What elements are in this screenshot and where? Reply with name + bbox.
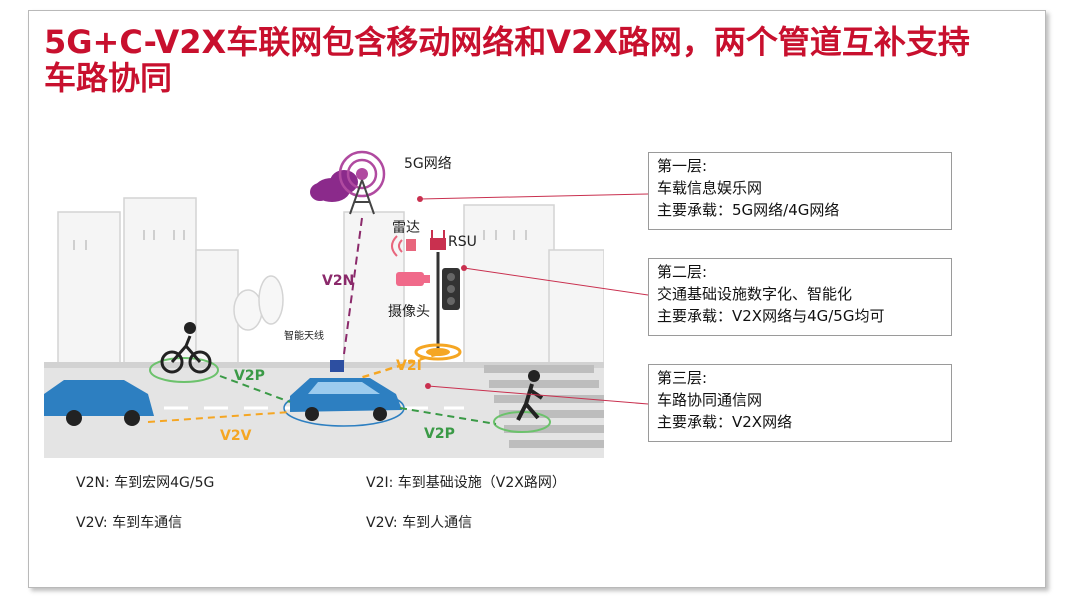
v2x-scene-illustration: 5G网络 V2N 雷达 RSU 摄像头 智能天线 V2I (44, 150, 604, 458)
layer-1-box: 第一层: 车载信息娱乐网 主要承载：5G网络/4G网络 (648, 152, 952, 230)
cyclist-icon (149, 322, 219, 383)
city-background (57, 197, 604, 373)
legend-v2i: V2I: 车到基础设施（V2X路网） (366, 475, 566, 491)
layer-1-line2: 主要承载：5G网络/4G网络 (657, 201, 840, 219)
layer-3-line1: 车路协同通信网 (657, 391, 763, 409)
v2i-link (359, 352, 439, 380)
layer-1-title: 第一层: (657, 157, 708, 175)
label-v2i: V2I (396, 358, 422, 374)
camera-icon (396, 272, 430, 286)
crosswalk (484, 365, 604, 448)
legend-v2n: V2N: 车到宏网4G/5G (76, 475, 215, 491)
radar-icon (391, 235, 416, 257)
slide-title: 5G+C-V2X车联网包含移动网络和V2X路网，两个管道互补支持车路协同 (44, 23, 970, 97)
layer-1-line1: 车载信息娱乐网 (657, 179, 763, 197)
traffic-light-icon (414, 252, 462, 361)
label-v2n: V2N (322, 273, 354, 289)
layer-3-line2: 主要承载：V2X网络 (657, 413, 793, 431)
left-car-icon (44, 380, 154, 426)
v2n-link (343, 217, 363, 355)
layer-3-title: 第三层: (657, 369, 708, 387)
center-car-icon (283, 360, 405, 427)
legend-v2v-car: V2V: 车到车通信 (76, 515, 183, 531)
connector-layer2 (463, 267, 649, 296)
layer-2-box: 第二层: 交通基础设施数字化、智能化 主要承载：V2X网络与4G/5G均可 (648, 258, 952, 336)
connector-layer3 (427, 385, 649, 405)
label-camera: 摄像头 (388, 304, 430, 320)
label-smart-antenna: 智能天线 (284, 329, 324, 342)
cloud-icon (310, 170, 358, 202)
legend-v2v-person: V2V: 车到人通信 (366, 515, 473, 531)
rsu-icon (430, 230, 446, 250)
v2p-link-pedestrian (399, 407, 497, 425)
label-v2p-bottom: V2P (424, 426, 455, 442)
label-radar: 雷达 (392, 220, 420, 236)
layer-2-line1: 交通基础设施数字化、智能化 (657, 285, 853, 303)
layer-2-line2: 主要承载：V2X网络与4G/5G均可 (657, 307, 885, 325)
label-5g-network: 5G网络 (404, 156, 452, 172)
5g-tower-icon (338, 150, 386, 215)
pedestrian-icon (493, 370, 551, 433)
layer-3-box: 第三层: 车路协同通信网 主要承载：V2X网络 (648, 364, 952, 442)
v2p-link-cyclist (219, 375, 291, 403)
layer-2-title: 第二层: (657, 263, 708, 281)
label-v2v: V2V (220, 428, 252, 444)
label-v2p-top: V2P (234, 368, 265, 384)
label-rsu: RSU (448, 234, 477, 250)
connector-layer1 (419, 193, 649, 200)
